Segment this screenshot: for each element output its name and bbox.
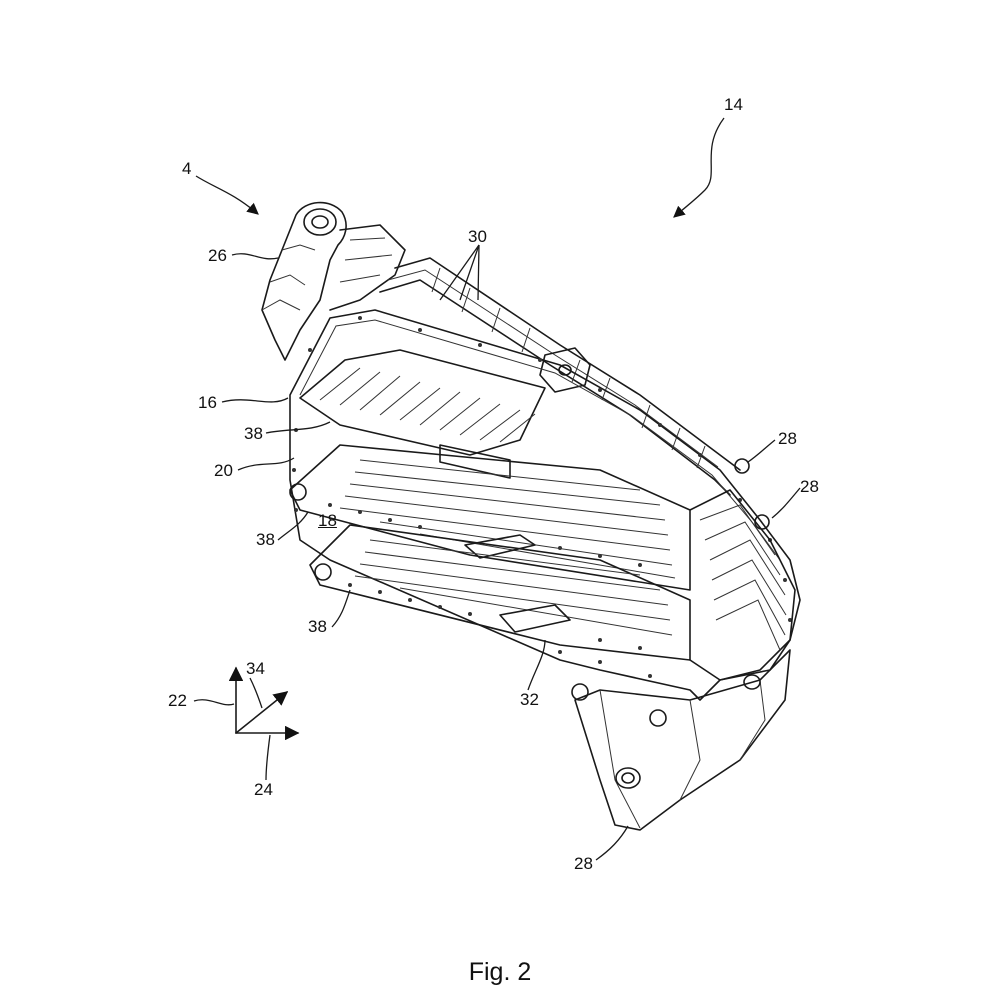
label-28-bottom: 28 bbox=[574, 854, 593, 873]
lower-plate bbox=[309, 524, 691, 661]
upper-cooling-tray bbox=[299, 349, 546, 479]
middle-plate bbox=[289, 444, 691, 591]
label-24: 24 bbox=[254, 780, 273, 799]
leader-lines bbox=[193, 117, 801, 861]
figure-caption: Fig. 2 bbox=[468, 958, 532, 986]
right-side-fins bbox=[689, 458, 796, 681]
label-38-middle: 38 bbox=[256, 530, 275, 549]
label-14: 14 bbox=[724, 95, 743, 114]
label-16: 16 bbox=[198, 393, 217, 412]
label-4: 4 bbox=[182, 159, 192, 178]
label-26: 26 bbox=[208, 246, 227, 265]
label-38-upper: 38 bbox=[244, 424, 263, 443]
label-18: 18 bbox=[318, 511, 337, 530]
coordinate-axes bbox=[228, 666, 300, 741]
label-20: 20 bbox=[214, 461, 233, 480]
upper-rail bbox=[379, 257, 741, 496]
label-32: 32 bbox=[520, 690, 539, 709]
label-30: 30 bbox=[468, 227, 487, 246]
label-38-lower: 38 bbox=[308, 617, 327, 636]
lower-mount-bracket bbox=[571, 649, 791, 831]
upper-mount-bracket bbox=[261, 201, 406, 361]
label-22: 22 bbox=[168, 691, 187, 710]
label-28-right: 28 bbox=[800, 477, 819, 496]
label-34: 34 bbox=[246, 659, 265, 678]
label-28-top: 28 bbox=[778, 429, 797, 448]
